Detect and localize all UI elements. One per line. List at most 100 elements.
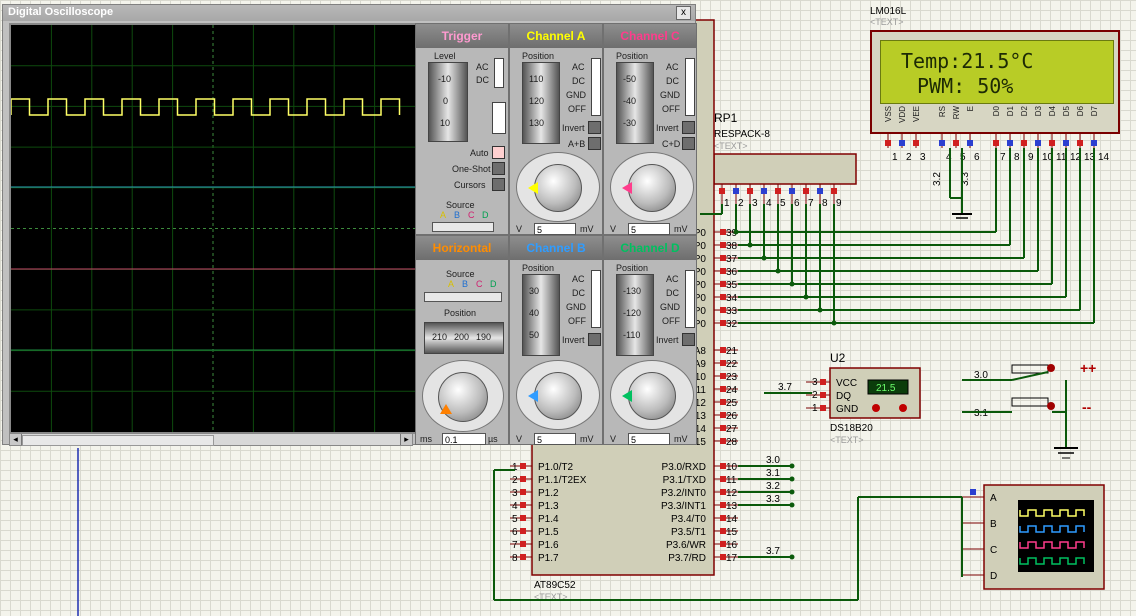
invert-label: Invert xyxy=(562,123,585,133)
mcu-pin-number: 4 xyxy=(512,501,518,512)
mcu-pin-label: A14 xyxy=(688,424,706,435)
u2-pin-label: VCC xyxy=(836,378,857,389)
mcu-pin-number: 35 xyxy=(726,280,738,291)
mcu-pin-label: P1.6 xyxy=(538,540,559,551)
mcu-pin-number: 33 xyxy=(726,306,738,317)
trigger-source-c[interactable]: C xyxy=(468,210,475,220)
channel-b-coupling-switch[interactable] xyxy=(591,270,601,328)
button-plus[interactable]: 3.0 ++ xyxy=(962,360,1096,381)
mcu-pin-label: P1.7 xyxy=(538,553,559,564)
horizontal-source-b[interactable]: B xyxy=(462,279,469,289)
lcd-net-label: 3.2 xyxy=(932,172,943,186)
channel-b-header: Channel B xyxy=(510,236,602,260)
channel-a-position-slider[interactable] xyxy=(522,62,560,144)
channel-d-volts-field[interactable]: 5 xyxy=(628,433,670,445)
oscilloscope-titlebar[interactable]: Digital Oscilloscope x xyxy=(3,5,695,21)
position-tick: -120 xyxy=(623,308,642,318)
channel-b-invert-button[interactable] xyxy=(588,333,601,346)
mcu-pin-label: P0 xyxy=(694,293,707,304)
trigger-ac-label: AC xyxy=(476,62,489,72)
scroll-thumb[interactable] xyxy=(22,435,214,446)
channel-c-invert-button[interactable] xyxy=(682,121,695,134)
rp1-name: RP1 xyxy=(714,111,738,125)
unit-left: V xyxy=(610,224,617,234)
trigger-auto-button[interactable] xyxy=(492,146,505,159)
horizontal-position-slider[interactable] xyxy=(424,322,504,354)
channel-a-mix-button[interactable] xyxy=(588,137,601,150)
trigger-coupling-switch[interactable] xyxy=(494,58,504,88)
lcd-pin-label: D2 xyxy=(1020,106,1029,117)
unit-left: V xyxy=(516,434,523,444)
gnd-label: GND xyxy=(566,302,586,312)
u2-display xyxy=(867,379,909,395)
trigger-cursors-label: Cursors xyxy=(454,180,486,190)
dc-label: DC xyxy=(666,76,679,86)
horizontal-source-slider[interactable] xyxy=(424,292,502,302)
mcu-pin-number: 39 xyxy=(726,228,738,239)
mcu-pin-label: P0 xyxy=(694,228,707,239)
channel-c-coupling-switch[interactable] xyxy=(685,58,695,116)
mcu-pin-label: P3.3/INT1 xyxy=(661,501,706,512)
trigger-source-b[interactable]: B xyxy=(454,210,461,220)
trigger-auto-label: Auto xyxy=(470,148,489,158)
channel-a-panel: Channel A Position 110 120 130 AC DC GND… xyxy=(509,23,603,235)
horizontal-timebase-field[interactable]: 0.1 xyxy=(442,433,486,445)
trigger-source-slider[interactable] xyxy=(432,222,494,232)
scroll-right-arrow-icon[interactable]: ▸ xyxy=(400,434,412,445)
horizontal-source-d[interactable]: D xyxy=(490,279,497,289)
horizontal-scrollbar[interactable]: ◂ ▸ xyxy=(9,433,413,446)
horizontal-source-a[interactable]: A xyxy=(448,279,455,289)
channel-c-position-slider[interactable] xyxy=(616,62,654,144)
channel-c-volts-dial[interactable] xyxy=(628,164,676,212)
channel-b-volts-field[interactable]: 5 xyxy=(534,433,576,445)
lcd-line-1: Temp:21.5°C xyxy=(901,49,1034,73)
rp1-text-tag: <TEXT> xyxy=(714,141,748,151)
channel-a-invert-button[interactable] xyxy=(588,121,601,134)
trigger-source-a[interactable]: A xyxy=(440,210,447,220)
mcu-net-label: 3.2 xyxy=(766,481,780,492)
trigger-one-shot-button[interactable] xyxy=(492,162,505,175)
scroll-left-arrow-icon[interactable]: ◂ xyxy=(10,434,22,445)
channel-d-position-slider[interactable] xyxy=(616,274,654,356)
horizontal-source-c[interactable]: C xyxy=(476,279,483,289)
channel-c-volts-field[interactable]: 5 xyxy=(628,223,670,235)
mcu-pin-label: P3.6/WR xyxy=(666,540,706,551)
channel-a-volts-field[interactable]: 5 xyxy=(534,223,576,235)
u2-pin-number: 1 xyxy=(812,403,818,414)
channel-b-position-slider[interactable] xyxy=(522,274,560,356)
trigger-source-label: Source xyxy=(446,200,475,210)
trigger-one-shot-label: One-Shot xyxy=(452,164,491,174)
trigger-level-slider[interactable] xyxy=(428,62,468,142)
lcd-pin-label: D5 xyxy=(1062,106,1071,117)
horizontal-timebase-dial[interactable] xyxy=(438,372,488,422)
channel-a-volts-dial[interactable] xyxy=(534,164,582,212)
mcu-pin-number: 3 xyxy=(512,488,518,499)
position-label: Position xyxy=(616,51,649,61)
trigger-cursors-button[interactable] xyxy=(492,178,505,191)
mcu-pin-number: 16 xyxy=(726,540,738,551)
channel-a-coupling-switch[interactable] xyxy=(591,58,601,116)
mcu-pin-number: 10 xyxy=(726,462,738,473)
mcu-pin-label: P0 xyxy=(694,254,707,265)
position-tick: 130 xyxy=(529,118,545,128)
close-button[interactable]: x xyxy=(676,6,691,20)
oscilloscope-window[interactable]: Digital Oscilloscope x ◂ ▸ Trigger Level… xyxy=(2,4,697,446)
channel-d-volts-dial[interactable] xyxy=(628,372,676,420)
mcu-pin-number: 1 xyxy=(512,462,518,473)
u2-indicator-right xyxy=(899,404,907,412)
rp1-body[interactable] xyxy=(713,153,857,185)
u2-pin-number: 2 xyxy=(812,390,818,401)
mcu-name: AT89C52 xyxy=(534,580,576,591)
dc-label: DC xyxy=(572,288,585,298)
scope-probe-traces xyxy=(1019,509,1085,565)
channel-c-mix-button[interactable] xyxy=(682,137,695,150)
channel-d-coupling-switch[interactable] xyxy=(685,270,695,328)
button-minus[interactable]: 3.1 -- xyxy=(962,397,1092,419)
trigger-edge-switch[interactable] xyxy=(492,102,506,134)
channel-b-volts-dial[interactable] xyxy=(534,372,582,420)
trigger-source-d[interactable]: D xyxy=(482,210,489,220)
mcu-pin-number: 8 xyxy=(512,553,518,564)
channel-d-invert-button[interactable] xyxy=(682,333,695,346)
lcd-pin-number: 9 xyxy=(1028,152,1034,163)
